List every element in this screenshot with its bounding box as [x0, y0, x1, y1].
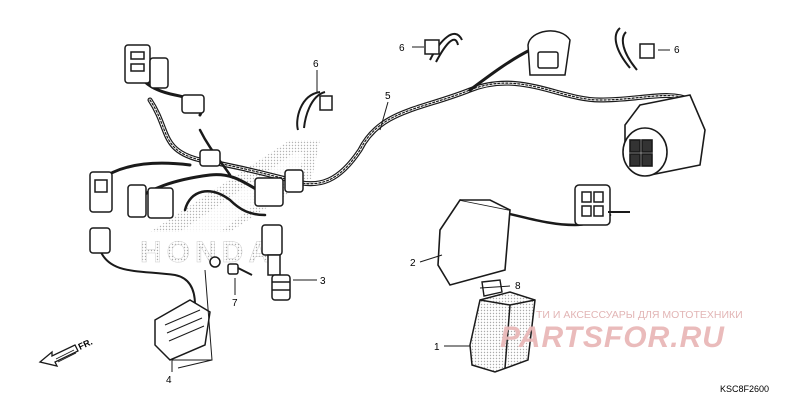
callout-8: 8 — [515, 281, 521, 292]
callout-labels: 6 6 6 5 2 3 7 8 1 4 — [166, 43, 680, 386]
callout-6-left: 6 — [313, 59, 319, 70]
part-1-cover — [469, 291, 536, 373]
honda-wing-logo: HONDA — [140, 140, 320, 269]
watermark: ТИ И АКСЕССУАРЫ ДЛЯ МОТОТЕХНИКИ PARTSFOR… — [500, 309, 743, 354]
watermark-logo: PARTSFOR.RU — [500, 321, 725, 354]
part-2-module — [437, 199, 511, 286]
part-7-bolt — [209, 256, 253, 276]
callout-7: 7 — [232, 298, 238, 309]
callout-2: 2 — [410, 258, 416, 269]
direction-label: FR. — [77, 337, 94, 352]
clamp-6-left — [296, 91, 333, 131]
part-4-regulator — [89, 227, 211, 361]
callout-6-top: 6 — [399, 43, 405, 54]
front-direction-arrow: FR. — [38, 337, 94, 367]
drawing-code: KSC8F2600 — [720, 384, 769, 394]
main-coupler — [622, 94, 706, 177]
harness-connector-top — [527, 30, 571, 76]
leader-lines — [171, 46, 670, 372]
callout-6-right: 6 — [674, 45, 680, 56]
part-8-clip — [481, 279, 503, 297]
callout-4: 4 — [166, 375, 172, 386]
relay-connector — [574, 184, 630, 226]
clamp-6-right — [614, 27, 655, 71]
callout-5: 5 — [385, 91, 391, 102]
background-brand-text: HONDA — [140, 236, 275, 269]
clamp-6-top — [424, 32, 463, 63]
left-connector-cluster — [89, 44, 304, 219]
watermark-tagline: ТИ И АКСЕССУАРЫ ДЛЯ МОТОТЕХНИКИ — [536, 309, 743, 321]
callout-1: 1 — [434, 342, 440, 353]
callout-3: 3 — [320, 276, 326, 287]
part-3-plug-cap — [261, 224, 291, 301]
